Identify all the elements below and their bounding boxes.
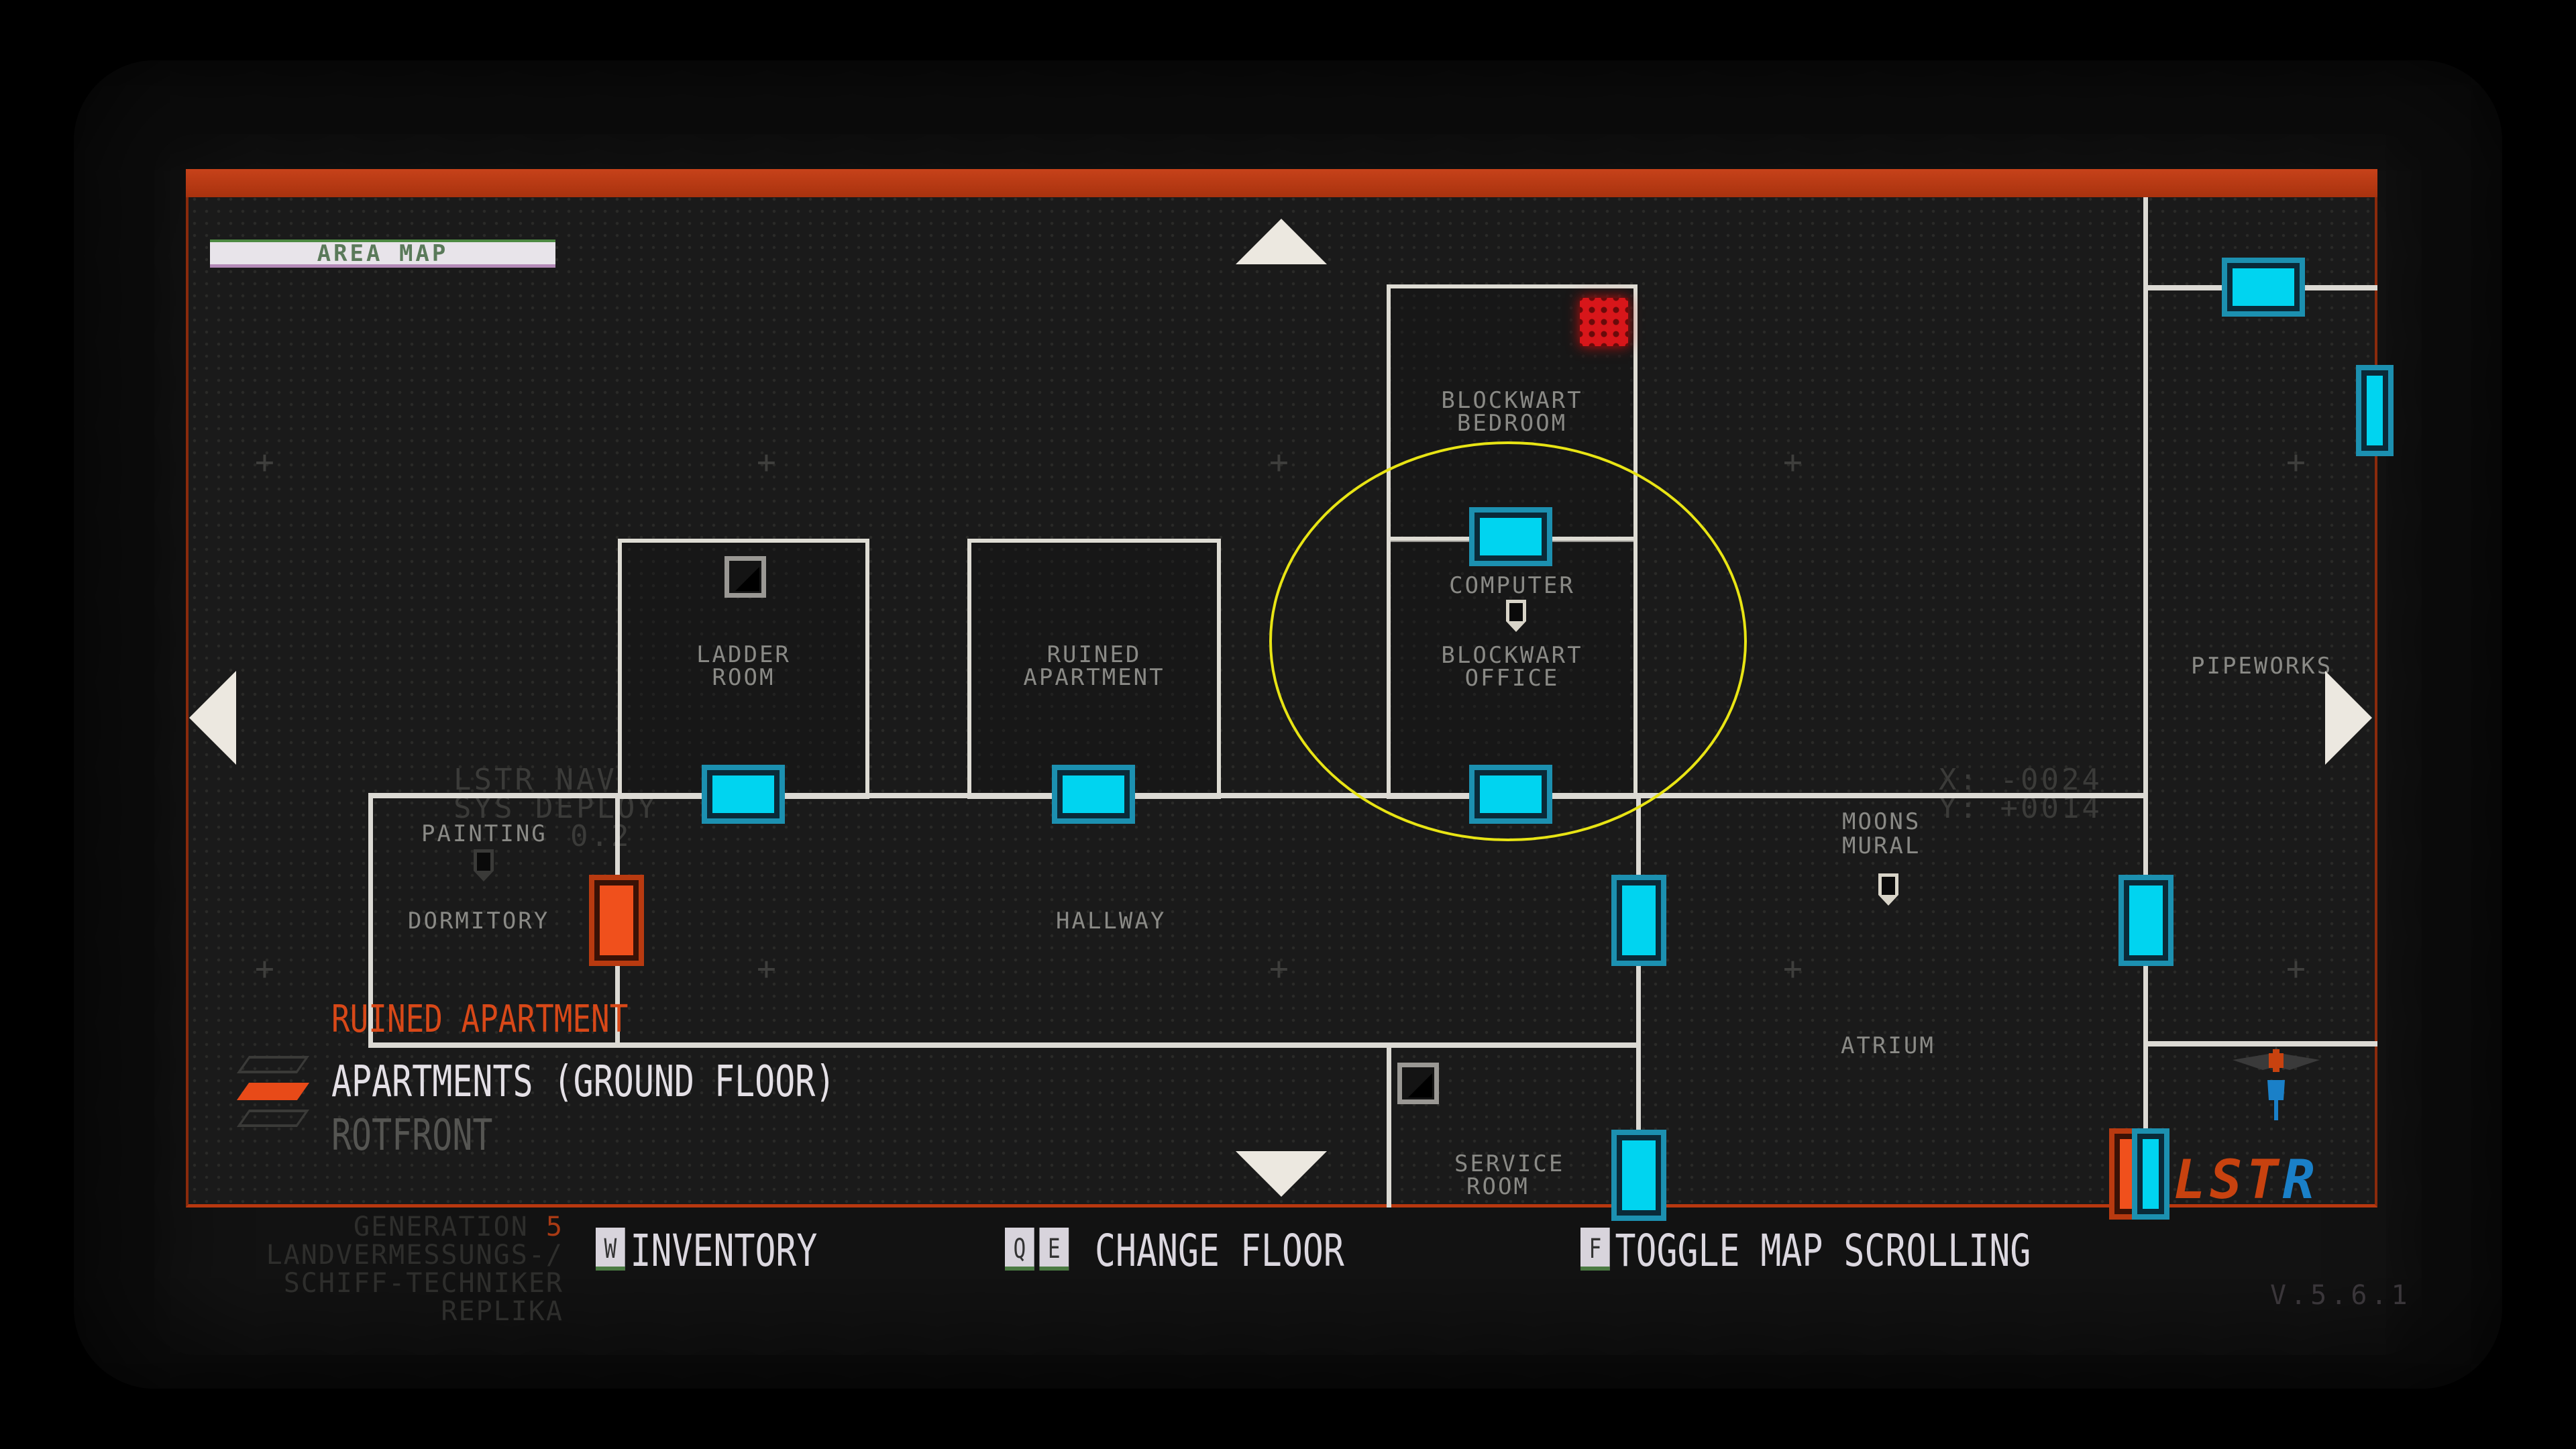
- door-ladder-room[interactable]: [702, 765, 785, 824]
- grid-cross-icon: +: [1269, 443, 1289, 481]
- character-class-line: LANDVERMESSUNGS-/: [266, 1240, 564, 1271]
- room-label: BEDROOM: [1456, 410, 1568, 437]
- character-class-line: SCHIFF-TECHNIKER: [283, 1268, 564, 1299]
- door-pipeworks-top[interactable]: [2222, 258, 2305, 317]
- service-room-top-wall: [1387, 1042, 1636, 1048]
- grid-cross-icon: +: [757, 950, 776, 987]
- door-ruined-apartment[interactable]: [1052, 765, 1135, 824]
- generation-number: 5: [545, 1212, 564, 1242]
- ladder-icon: [1397, 1063, 1439, 1104]
- grid-cross-icon: +: [255, 443, 274, 481]
- room-label: LADDER: [696, 641, 791, 668]
- eagle-emblem-icon: [2233, 1046, 2320, 1120]
- ladder-icon: [724, 556, 766, 598]
- hallway-top-wall: [368, 793, 2145, 798]
- poi-painting-label: PAINTING: [421, 820, 547, 847]
- floor-current-icon: [236, 1083, 310, 1100]
- hallway-bottom-wall: [368, 1042, 1636, 1048]
- nav-overlay-line3: 0.2: [570, 819, 632, 853]
- area-map-title: AREA MAP: [210, 239, 555, 268]
- scroll-up-arrow-icon[interactable]: [1236, 219, 1327, 264]
- grid-cross-icon: +: [1783, 950, 1803, 987]
- grid-cross-icon: +: [255, 950, 274, 987]
- character-info: GENERATION 5 LANDVERMESSUNGS-/ SCHIFF-TE…: [174, 1213, 564, 1326]
- room-atrium-label: ATRIUM: [1841, 1032, 1935, 1059]
- room-label: RUINED: [1046, 641, 1142, 668]
- door-pipeworks-bottom-cyan[interactable]: [2132, 1128, 2169, 1220]
- scroll-down-arrow-icon[interactable]: [1236, 1151, 1327, 1197]
- grid-cross-icon: +: [2286, 950, 2306, 987]
- room-ruined-apartment[interactable]: RUINED APARTMENT: [967, 539, 1221, 799]
- poi-moons-mural-label: MOONS: [1842, 808, 1921, 835]
- poi-moons-mural-label: MURAL: [1842, 833, 1921, 859]
- room-label: APARTMENT: [1023, 664, 1165, 691]
- key-f-icon: F: [1580, 1228, 1610, 1271]
- other-floor-name: ROTFRONT: [331, 1111, 493, 1161]
- service-room-left-wall: [1387, 1042, 1391, 1208]
- grid-cross-icon: +: [757, 443, 776, 481]
- toggle-scrolling-label: TOGGLE MAP SCROLLING: [1615, 1225, 2031, 1277]
- door-hallway-atrium[interactable]: [1611, 875, 1666, 966]
- key-e-icon: E: [1039, 1228, 1069, 1271]
- map-viewport[interactable]: [186, 169, 2377, 1208]
- grid-cross-icon: +: [2286, 443, 2306, 481]
- room-pipeworks-label: PIPEWORKS: [2191, 653, 2333, 680]
- room-label: ROOM: [712, 664, 775, 691]
- floor-below-icon: [236, 1110, 310, 1127]
- poi-marker-icon[interactable]: [474, 849, 494, 881]
- coord-x: X: -0024: [1939, 763, 2102, 797]
- character-class-line: REPLIKA: [441, 1296, 564, 1327]
- door-pipeworks-right[interactable]: [2356, 365, 2394, 456]
- inventory-label: INVENTORY: [630, 1225, 818, 1277]
- scroll-left-arrow-icon[interactable]: [189, 671, 236, 765]
- door-dormitory-current[interactable]: [589, 875, 644, 966]
- version-label: V.5.6.1: [2270, 1280, 2412, 1311]
- grid-cross-icon: +: [1783, 443, 1803, 481]
- pipeworks-left-wall: [2143, 197, 2148, 1208]
- nav-overlay-line1: LSTR NAV: [453, 763, 617, 797]
- room-service-room-label: ROOM: [1466, 1173, 1529, 1200]
- room-service-room-label: SERVICE: [1454, 1150, 1565, 1177]
- room-hallway-label: HALLWAY: [1056, 908, 1167, 934]
- poi-marker-icon[interactable]: [1878, 873, 1898, 906]
- key-w-icon: W: [596, 1228, 625, 1271]
- key-q-icon: Q: [1005, 1228, 1034, 1271]
- lstr-logo: LSTR: [2174, 1148, 2319, 1211]
- door-service-room[interactable]: [1611, 1130, 1666, 1221]
- room-ladder-room[interactable]: LADDER ROOM: [618, 539, 869, 799]
- room-label: BLOCKWART: [1441, 387, 1583, 414]
- floor-above-icon: [236, 1056, 310, 1073]
- door-atrium-pipeworks[interactable]: [2118, 875, 2174, 966]
- highlight-ellipse: [1269, 441, 1747, 841]
- save-point-icon: [1580, 298, 1628, 346]
- change-floor-label: CHANGE FLOOR: [1094, 1225, 1344, 1277]
- room-dormitory-label: DORMITORY: [408, 908, 550, 934]
- scroll-right-arrow-icon[interactable]: [2325, 671, 2372, 765]
- generation-label: GENERATION: [353, 1212, 529, 1242]
- dormitory-left-wall: [368, 793, 373, 1048]
- top-accent-bar: [186, 169, 2377, 197]
- current-floor-name: APARTMENTS (GROUND FLOOR): [331, 1057, 836, 1107]
- grid-cross-icon: +: [1269, 950, 1289, 987]
- pipeworks-bottom-wall: [2145, 1041, 2377, 1046]
- current-room-name: RUINED APARTMENT: [331, 998, 629, 1041]
- atrium-left-wall: [1636, 793, 1641, 1208]
